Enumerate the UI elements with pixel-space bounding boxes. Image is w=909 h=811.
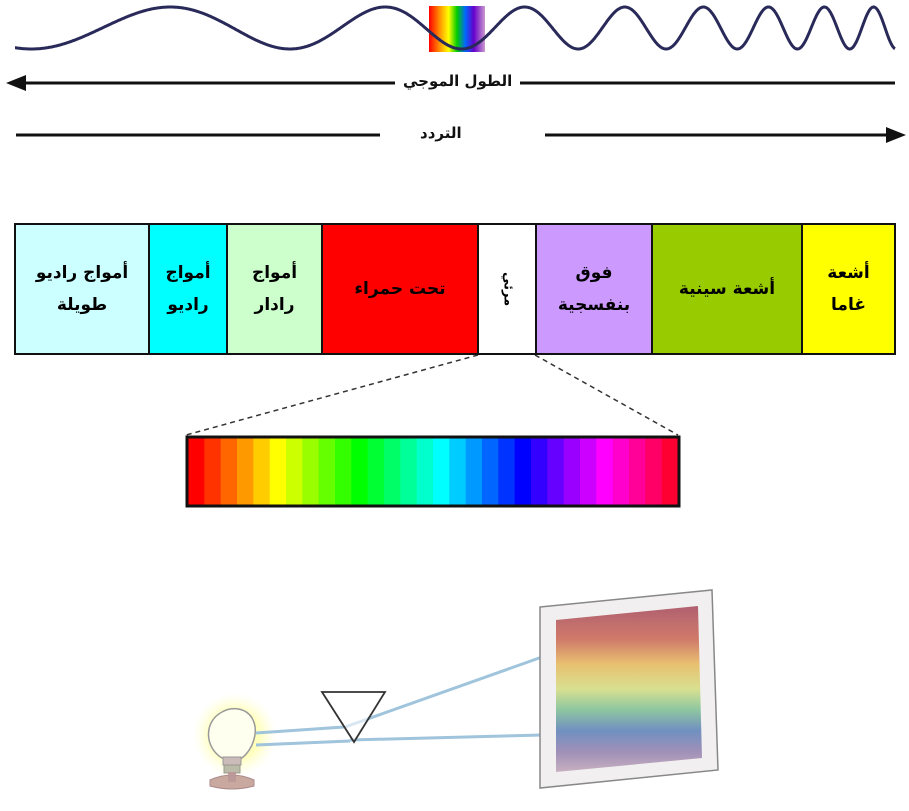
spectrum-stripe — [629, 438, 646, 505]
spectrum-stripe — [498, 438, 516, 505]
electromagnetic-wave — [15, 5, 896, 51]
band-visible: مرئي — [477, 223, 537, 355]
spectrum-stripe — [482, 438, 499, 505]
band-label-line2: راديو — [167, 295, 209, 315]
band-long-radio: أمواج راديو طويلة — [14, 223, 150, 355]
band-infrared: تحت حمراء — [321, 223, 479, 355]
band-label-line1: أمواج — [251, 262, 298, 283]
band-label-line1: فوق — [575, 262, 613, 283]
band-label-line2: رادار — [254, 295, 295, 315]
frequency-label: التردد — [412, 124, 470, 142]
spectrum-stripe — [433, 438, 450, 505]
wavelength-label: الطول الموجي — [395, 72, 521, 90]
spectrum-stripe — [204, 438, 222, 505]
spectrum-stripe — [531, 438, 548, 505]
spectrum-stripe — [302, 438, 320, 505]
spectrum-stripe — [286, 438, 303, 505]
spectrum-stripe — [661, 438, 679, 505]
spectrum-stripe — [220, 438, 238, 505]
spectrum-stripe — [547, 438, 565, 505]
band-label-line1: أمواج راديو — [35, 262, 129, 283]
spectrum-stripe — [416, 438, 434, 505]
band-radio: أمواج راديو — [148, 223, 228, 355]
spectrum-stripe — [351, 438, 369, 505]
spectrum-stripe — [367, 438, 385, 505]
spectrum-stripe — [580, 438, 597, 505]
spectrum-bar-border — [185, 435, 681, 508]
wavelength-arrow — [6, 75, 895, 91]
spectrum-stripe — [318, 438, 336, 505]
band-gamma: أشعة غاما — [801, 223, 896, 355]
spectrum-stripe — [449, 438, 467, 505]
spectrum-stripe — [253, 438, 271, 505]
spectrum-stripe — [465, 438, 483, 505]
spectrum-stripe — [612, 438, 630, 505]
zoom-line-left — [185, 354, 479, 436]
prism — [320, 691, 387, 744]
light-bulb-icon — [207, 707, 256, 790]
band-label-line1: أشعة — [827, 262, 870, 283]
spectrum-stripe — [269, 438, 287, 505]
band-label-line2: طويلة — [56, 295, 108, 315]
spectrum-stripe — [514, 438, 532, 505]
projection-screen — [539, 589, 719, 789]
prism-illustration — [193, 589, 719, 790]
spectrum-stripe — [400, 438, 418, 505]
band-label-line2: غاما — [831, 295, 866, 315]
spectrum-stripe — [596, 438, 614, 505]
frequency-arrow — [16, 127, 906, 143]
band-ultraviolet: فوق بنفسجية — [535, 223, 653, 355]
visible-spectrum-bar — [188, 438, 679, 505]
spectrum-stripe — [335, 438, 352, 505]
band-label-line1: أشعة سينية — [678, 278, 776, 299]
band-xray: أشعة سينية — [651, 223, 803, 355]
zoom-line-right — [534, 354, 679, 436]
spectrum-stripe — [188, 438, 205, 505]
band-label-line1: مرئي — [500, 271, 516, 307]
band-radar: أمواج رادار — [226, 223, 323, 355]
spectrum-stripe — [563, 438, 581, 505]
band-label-line2: بنفسجية — [557, 295, 631, 315]
spectrum-stripe — [237, 438, 254, 505]
spectrum-stripe — [384, 438, 401, 505]
band-label-line1: تحت حمراء — [354, 278, 446, 299]
band-label-line1: أمواج — [165, 262, 211, 283]
spectrum-stripe — [645, 438, 663, 505]
